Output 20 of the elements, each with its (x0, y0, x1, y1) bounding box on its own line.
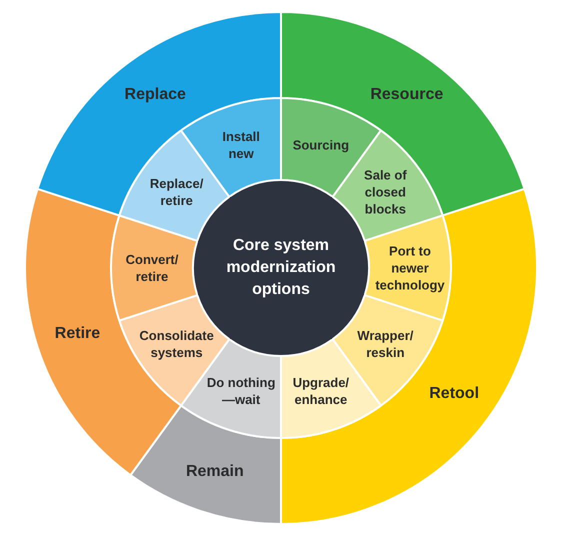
segment-label: Upgrade/ enhance (292, 374, 350, 408)
segment-label: Wrapper/ reskin (356, 326, 414, 361)
segment-label: Sale of closed blocks (363, 166, 408, 218)
segment-label: Retool (428, 384, 480, 404)
segment-label: Do nothing —wait (206, 374, 276, 408)
segment-label: Remain (184, 462, 245, 482)
segment-label: Replace/ retire (148, 175, 204, 210)
segment-label: Sourcing (292, 136, 350, 154)
outer-ring-segment (37, 12, 281, 216)
segment-label: Resource (369, 84, 444, 105)
segment-label: Consolidate systems (138, 326, 215, 361)
segment-label: Retire (54, 324, 102, 344)
segment-label: Core system modernization options (225, 236, 337, 300)
segment-label: Port to newer technology (374, 242, 446, 294)
inner-ring-segment (111, 215, 198, 321)
segment-label: Convert/ retire (124, 251, 180, 285)
segment-label: Install new (221, 128, 261, 162)
segment-label: Replace (124, 84, 187, 105)
outer-ring-segment (281, 12, 525, 216)
outer-ring-segment (130, 405, 282, 524)
